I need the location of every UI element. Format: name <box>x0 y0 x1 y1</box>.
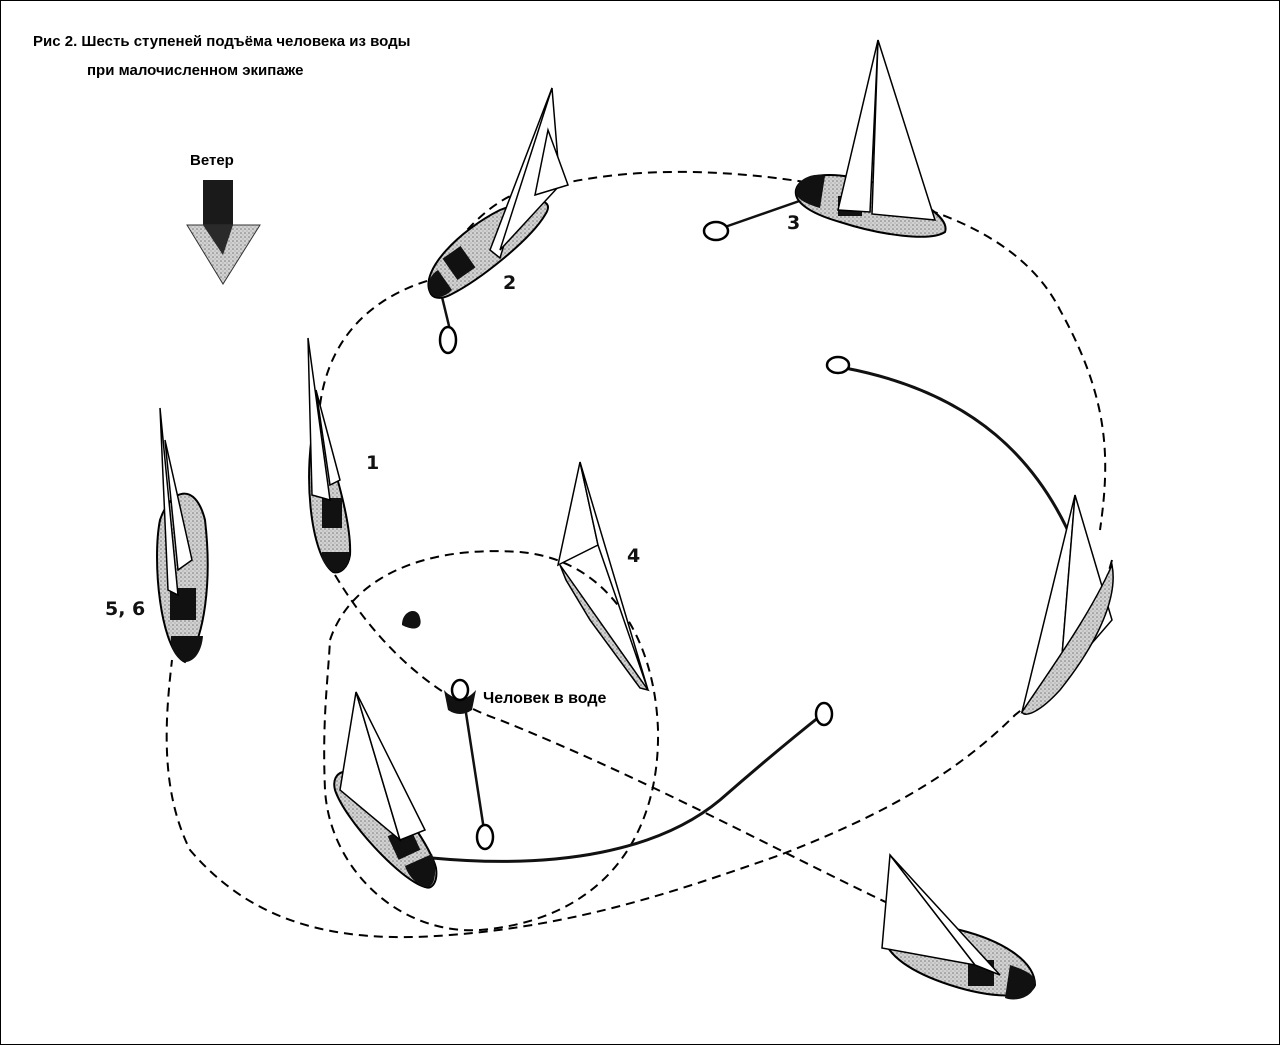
boat-stage-2 <box>427 87 569 299</box>
heaving-line-3 <box>721 196 809 230</box>
heaving-line-2 <box>440 296 452 331</box>
floating-object-icon <box>402 610 421 629</box>
buoy-icon <box>475 823 495 851</box>
buoy-icon <box>702 220 730 242</box>
heaving-line-right <box>844 366 1092 591</box>
boat-stage-5-6 <box>156 407 209 664</box>
figure-subtitle: при малочисленном экипаже <box>87 62 304 79</box>
buoy-icon <box>814 701 834 727</box>
heaving-lines <box>431 196 1092 863</box>
stage-label-1: 1 <box>366 452 380 474</box>
course-path-main <box>319 170 1107 531</box>
heaving-line-bottom <box>431 711 825 863</box>
boat-pickup <box>333 691 438 889</box>
wind-arrow-down-icon <box>186 180 261 285</box>
boat-bottom-right <box>881 853 1037 1000</box>
buoy-icon <box>825 355 851 375</box>
person-in-water-icon <box>444 678 476 714</box>
stage-label-5-6: 5, 6 <box>105 598 146 620</box>
figure-title: Рис 2. Шесть ступеней подъёма человека и… <box>33 33 411 50</box>
boat-stage-3 <box>794 39 947 238</box>
buoy-icon <box>438 325 458 355</box>
boat-right-tack <box>1020 494 1114 715</box>
boat-stage-1 <box>307 337 352 574</box>
boat-stage-4 <box>556 461 650 692</box>
horseshoe-buoys <box>438 220 851 851</box>
stage-label-3: 3 <box>787 212 801 234</box>
course-path-return <box>165 559 1113 939</box>
wind-label: Ветер <box>190 152 234 169</box>
stage-label-4: 4 <box>627 545 641 567</box>
course-path-cross <box>334 574 936 926</box>
man-overboard-label: Человек в воде <box>483 690 607 707</box>
stage-label-2: 2 <box>503 272 517 294</box>
heaving-line-mob <box>462 699 486 831</box>
